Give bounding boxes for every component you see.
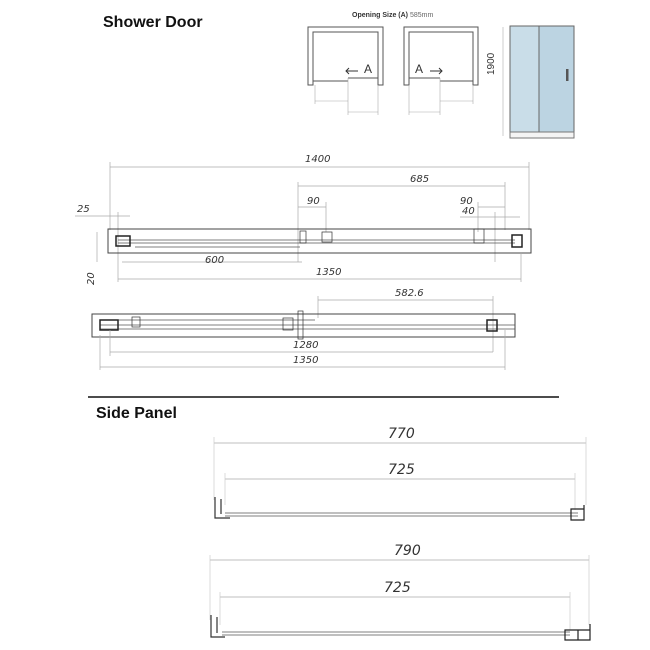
dim-fixed-panel: 600 bbox=[205, 255, 225, 266]
side-panel-1-glass: 725 bbox=[388, 462, 415, 478]
plan-1 bbox=[75, 162, 532, 282]
dim-inner-width-2: 1280 bbox=[293, 340, 319, 351]
opening-size-label: Opening Size (A) 585mm bbox=[352, 12, 434, 19]
door-elevation bbox=[502, 25, 575, 139]
dim-overall-width-2: 1350 bbox=[293, 355, 319, 366]
dim-overall-width: 1400 bbox=[305, 154, 331, 165]
side-panel-title: Side Panel bbox=[96, 405, 177, 422]
side-panel-1-overall: 770 bbox=[388, 426, 415, 442]
side-panel-2 bbox=[209, 555, 591, 641]
dim-left-offset: 25 bbox=[77, 204, 90, 215]
side-panel-2-glass: 725 bbox=[384, 580, 411, 596]
dim-left-roller-gap: 90 bbox=[307, 196, 320, 207]
plan-2 bbox=[91, 296, 516, 370]
dim-right-roller-gap: 90 bbox=[460, 196, 473, 207]
side-panel-2-overall: 790 bbox=[394, 543, 421, 559]
arrow-left-label: A bbox=[364, 62, 373, 76]
arrow-right-label: A bbox=[415, 62, 424, 76]
shower-door-title: Shower Door bbox=[103, 14, 203, 31]
dim-depth: 20 bbox=[86, 272, 97, 285]
opening-right-frame bbox=[403, 26, 479, 115]
dim-door-span-2: 582.6 bbox=[395, 288, 424, 299]
dim-right-offset: 40 bbox=[462, 206, 475, 217]
dim-door-span: 685 bbox=[410, 174, 430, 185]
side-panel-1 bbox=[213, 437, 587, 521]
dim-inner-width: 1350 bbox=[316, 267, 342, 278]
opening-left-frame bbox=[307, 26, 384, 115]
